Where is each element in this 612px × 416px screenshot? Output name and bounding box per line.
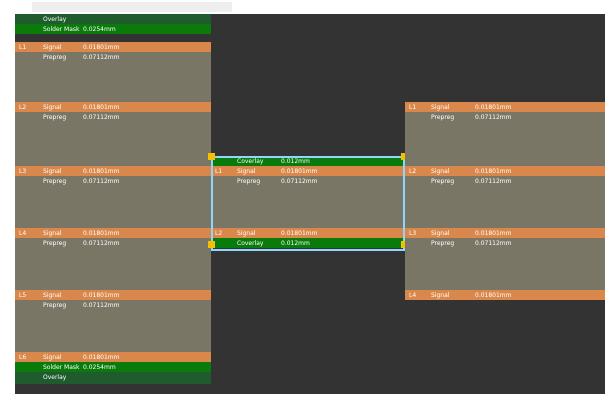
resize-handle-bottom-left[interactable] bbox=[208, 241, 215, 248]
left-layer-L6-signal[interactable]: L6 Signal 0.01801mm bbox=[15, 352, 211, 362]
left-layer-L2-signal[interactable]: L2 Signal 0.01801mm bbox=[15, 102, 211, 112]
left-prepreg-5[interactable]: Prepreg 0.07112mm bbox=[15, 300, 211, 352]
selection-outline bbox=[211, 156, 405, 251]
middle-layer-L2-signal[interactable]: L2 Signal 0.01801mm bbox=[211, 228, 405, 238]
left-layer-L5-signal[interactable]: L5 Signal 0.01801mm bbox=[15, 290, 211, 300]
left-prepreg-1[interactable]: Prepreg 0.07112mm bbox=[15, 52, 211, 102]
middle-prepreg[interactable]: Prepreg 0.07112mm bbox=[211, 176, 405, 228]
left-soldermask-bottom[interactable]: Solder Mask 0.0254mm bbox=[15, 362, 211, 372]
left-layer-L1-signal[interactable]: L1 Signal 0.01801mm bbox=[15, 42, 211, 52]
left-soldermask-top[interactable]: Solder Mask 0.0254mm bbox=[15, 24, 211, 34]
left-prepreg-4[interactable]: Prepreg 0.07112mm bbox=[15, 238, 211, 290]
right-prepreg-3[interactable]: Prepreg 0.07112mm bbox=[405, 238, 605, 290]
resize-handle-top-left[interactable] bbox=[208, 153, 215, 160]
middle-coverlay-bottom[interactable]: Coverlay 0.012mm bbox=[211, 238, 405, 248]
right-layer-L4-signal[interactable]: L4 Signal 0.01801mm bbox=[405, 290, 605, 300]
right-layer-L2-signal[interactable]: L2 Signal 0.01801mm bbox=[405, 166, 605, 176]
resize-handle-bottom-right[interactable] bbox=[401, 241, 408, 248]
title-strip bbox=[32, 2, 232, 12]
middle-coverlay-top[interactable]: Coverlay 0.012mm bbox=[211, 156, 405, 166]
left-overlay-top[interactable]: Overlay bbox=[15, 14, 211, 24]
right-prepreg-2[interactable]: Prepreg 0.07112mm bbox=[405, 176, 605, 228]
right-layer-L3-signal[interactable]: L3 Signal 0.01801mm bbox=[405, 228, 605, 238]
top-header bbox=[0, 0, 612, 14]
right-layer-L1-signal[interactable]: L1 Signal 0.01801mm bbox=[405, 102, 605, 112]
right-prepreg-1[interactable]: Prepreg 0.07112mm bbox=[405, 112, 605, 166]
left-overlay-bottom[interactable]: Overlay bbox=[15, 372, 211, 384]
left-prepreg-3[interactable]: Prepreg 0.07112mm bbox=[15, 176, 211, 228]
left-layer-L4-signal[interactable]: L4 Signal 0.01801mm bbox=[15, 228, 211, 238]
left-layer-L3-signal[interactable]: L3 Signal 0.01801mm bbox=[15, 166, 211, 176]
resize-handle-top-right[interactable] bbox=[401, 153, 408, 160]
middle-layer-L1-signal[interactable]: L1 Signal 0.01801mm bbox=[211, 166, 405, 176]
left-prepreg-2[interactable]: Prepreg 0.07112mm bbox=[15, 112, 211, 166]
